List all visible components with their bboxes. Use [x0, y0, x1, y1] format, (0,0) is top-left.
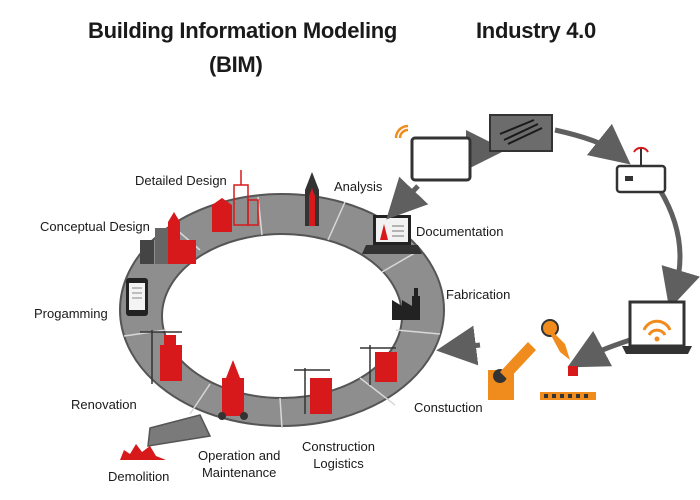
- wifi-icon: [394, 124, 409, 139]
- bim-subtitle: (BIM): [209, 52, 263, 77]
- tablet-icon: [410, 136, 472, 182]
- label-construction: Constuction: [414, 400, 483, 415]
- label-demolition: Demolition: [108, 469, 170, 484]
- factory-icon: [392, 288, 420, 320]
- label-detailed-design: Detailed Design: [135, 173, 227, 188]
- cpu-chip-icon: [489, 114, 553, 152]
- label-programming: Progamming: [34, 306, 108, 321]
- smartphone-icon: [126, 278, 148, 316]
- label-operation-maintenance: Operation and Maintenance: [198, 447, 280, 481]
- label-fabrication: Fabrication: [446, 287, 511, 302]
- robot-arm-icon: [488, 319, 596, 400]
- building-icon: [212, 170, 259, 232]
- label-logistics-line1: Construction: [302, 439, 375, 454]
- building-icon: [160, 335, 182, 381]
- label-documentation: Documentation: [416, 224, 504, 239]
- laptop-wifi-icon: [622, 300, 692, 354]
- label-operation-line2: Maintenance: [201, 465, 277, 480]
- label-analysis: Analysis: [334, 179, 383, 194]
- bim-title: Building Information Modeling: [88, 18, 398, 43]
- router-icon: [615, 146, 667, 194]
- label-construction-logistics: Construction Logistics: [302, 438, 375, 472]
- building-icon: [310, 352, 397, 414]
- crane-icon: [140, 330, 396, 414]
- rubble-icon: [120, 444, 166, 460]
- label-conceptual-design: Conceptual Design: [40, 219, 150, 234]
- industry-cycle-arrows: [386, 123, 700, 368]
- label-operation-line1: Operation and: [198, 448, 281, 463]
- building-icon: [218, 360, 248, 420]
- industry-title: Industry 4.0: [476, 18, 596, 43]
- label-renovation: Renovation: [71, 397, 137, 412]
- building-icon: [140, 212, 196, 264]
- laptop-icon: [362, 215, 422, 254]
- building-icon: [305, 172, 319, 226]
- label-logistics-line2: Logistics: [313, 456, 364, 471]
